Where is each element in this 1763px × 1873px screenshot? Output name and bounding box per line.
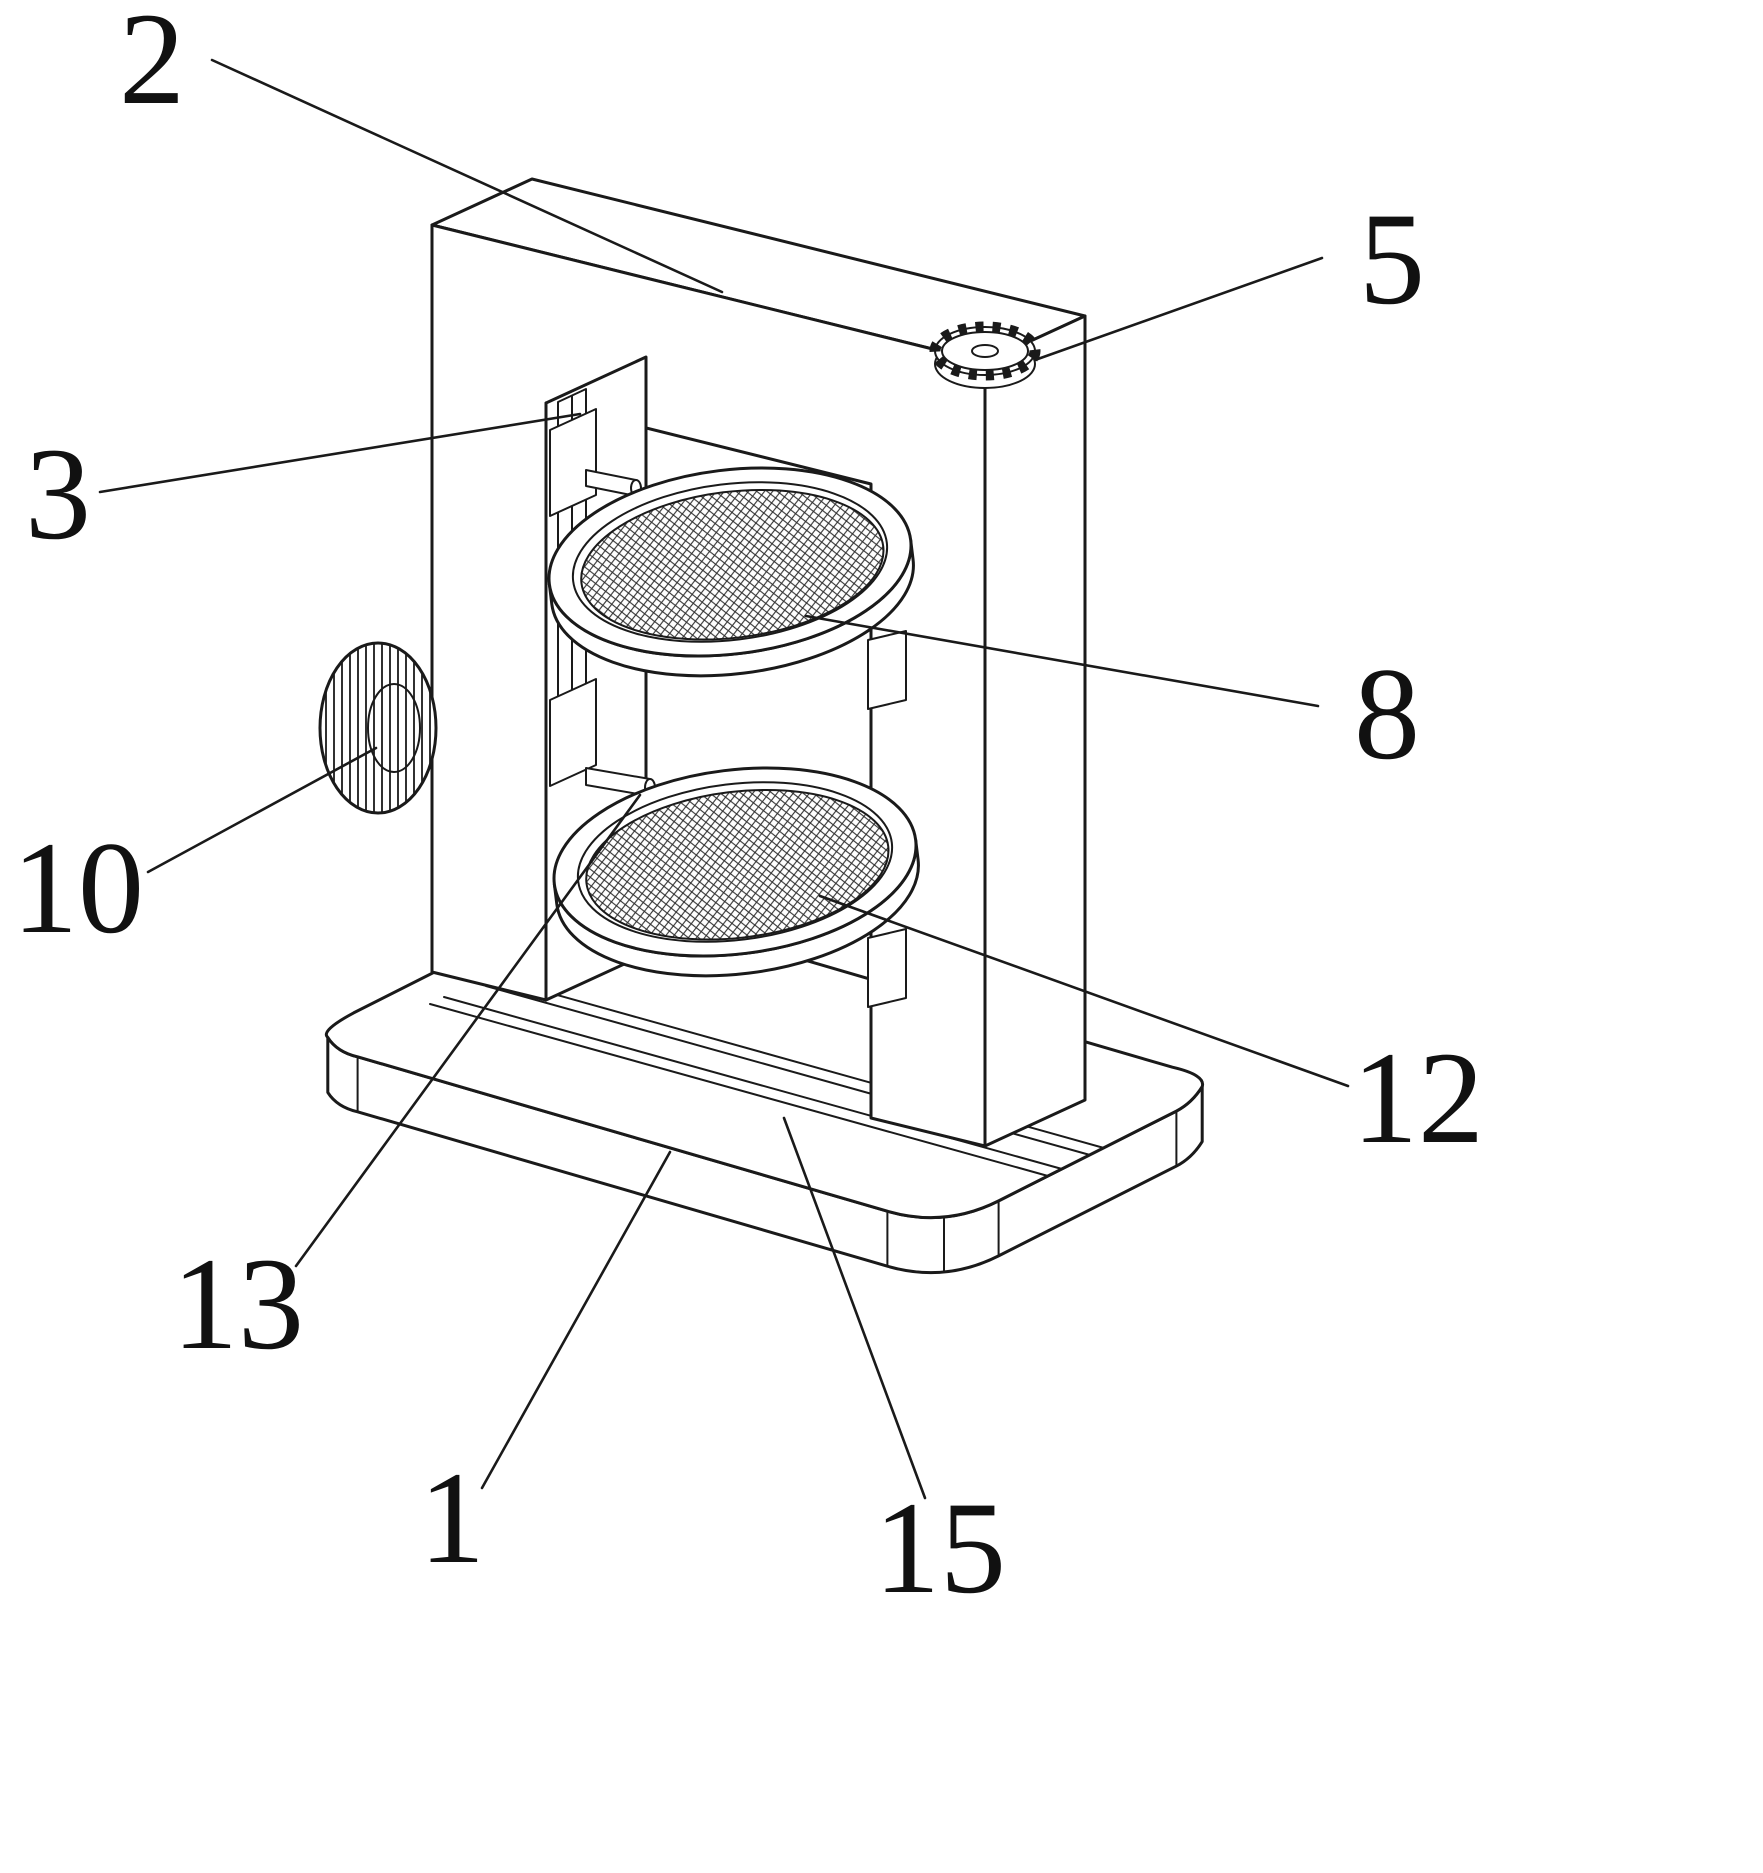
support-frame: [430, 177, 1087, 1148]
base-corner-edges: [356, 1055, 1178, 1273]
upper-clamp-block: [867, 630, 907, 710]
leader-1: [480, 1150, 672, 1490]
leader-5: [1033, 256, 1324, 362]
lower-slider-block: [549, 678, 597, 787]
leader-15: [782, 1116, 927, 1500]
part-label-12: 12: [1352, 1024, 1484, 1171]
leader-lines: [98, 58, 1350, 1500]
part-label-1: 1: [419, 1444, 485, 1591]
part-label-15: 15: [874, 1474, 1006, 1621]
leader-8: [804, 614, 1320, 708]
part-label-3: 3: [25, 420, 91, 567]
knurled-knob: [318, 641, 438, 815]
upper-slider-block: [549, 408, 597, 517]
sieve-clamps: [867, 630, 907, 1008]
knob-end-cap: [367, 683, 421, 773]
gear: [929, 321, 1041, 389]
upper-ring-inner: [571, 481, 889, 643]
part-label-5: 5: [1359, 185, 1425, 332]
leader-10: [146, 746, 378, 874]
gear-hub: [971, 344, 999, 358]
frame-front-face: [430, 223, 987, 1148]
knob-ridges: [325, 643, 431, 813]
leader-2: [210, 58, 724, 294]
part-label-10: 10: [12, 814, 144, 961]
lower-mesh: [585, 788, 890, 941]
upper-mesh: [580, 488, 885, 641]
knob-body: [318, 641, 438, 815]
part-label-13: 13: [172, 1230, 304, 1377]
part-label-8: 8: [1354, 640, 1420, 787]
upper-sieve-disc: [547, 466, 915, 678]
leader-12: [818, 894, 1350, 1088]
frame-right-face: [983, 314, 1087, 1148]
part-labels: 2 5 3 8 10 12 13 1 15: [12, 0, 1484, 1621]
part-label-2: 2: [119, 0, 185, 132]
gear-teeth: [929, 321, 1041, 381]
leader-3: [98, 412, 582, 494]
leader-13: [294, 793, 642, 1268]
lower-sieve-disc: [552, 766, 920, 978]
lower-clamp-block: [867, 928, 907, 1008]
